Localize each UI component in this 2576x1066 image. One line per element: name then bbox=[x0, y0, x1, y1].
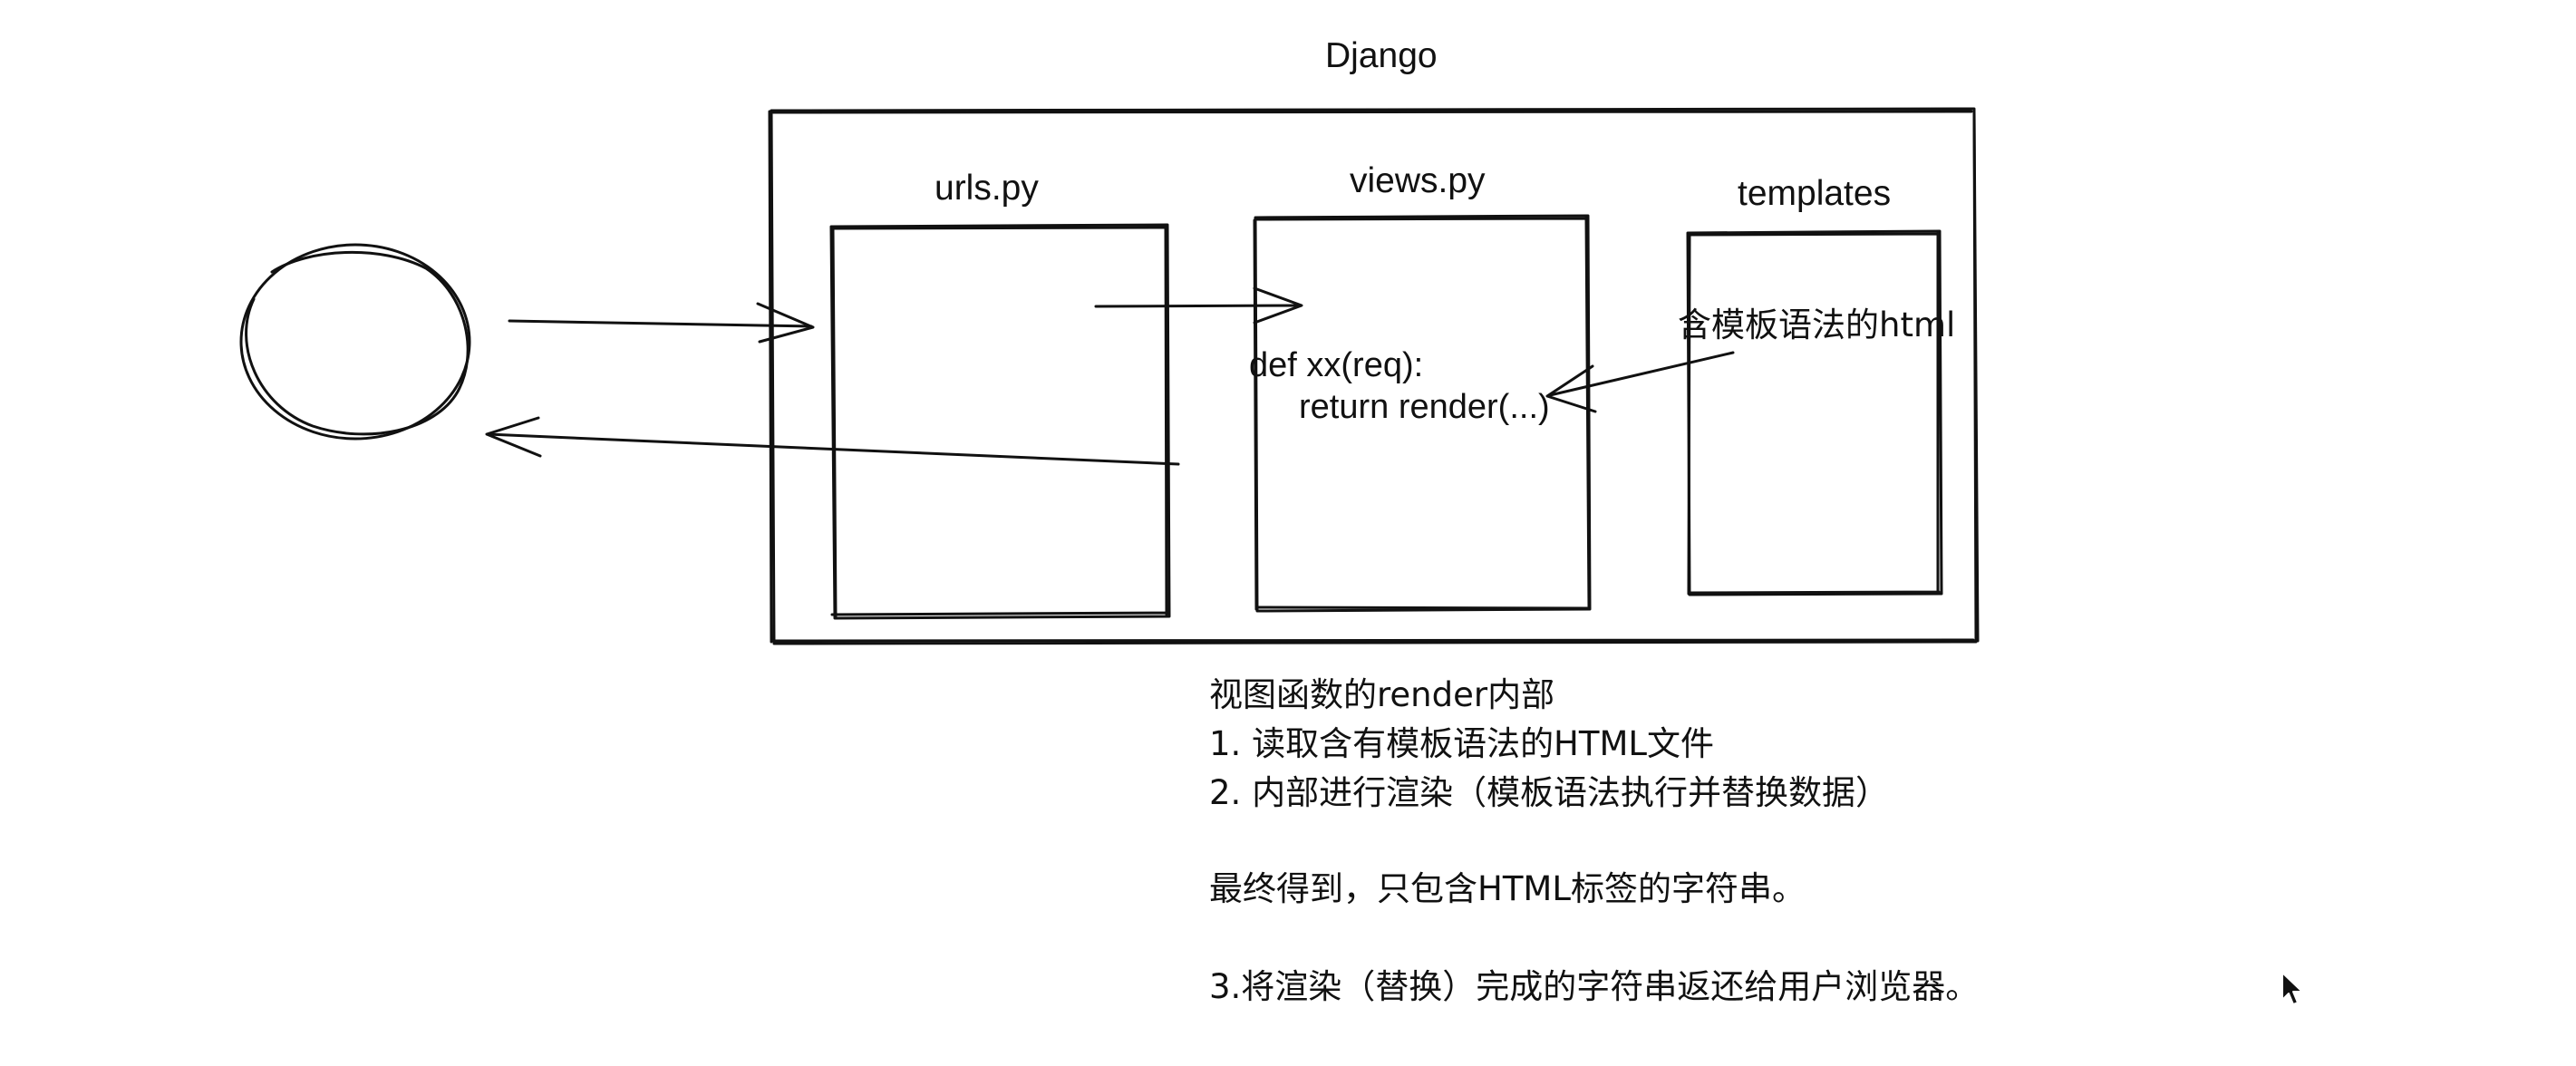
urls-box bbox=[829, 223, 1171, 620]
notes-step-3: 3.将渲染（替换）完成的字符串返还给用户浏览器。 bbox=[1209, 967, 1980, 1006]
notes-step-2: 2. 内部进行渲染（模板语法执行并替换数据） bbox=[1209, 773, 1890, 812]
templates-label: templates bbox=[1738, 174, 1892, 213]
notes-heading: 视图函数的render内部 bbox=[1209, 675, 1555, 714]
views-code-line1: def xx(req): bbox=[1249, 346, 1424, 384]
views-box bbox=[1253, 214, 1592, 613]
django-title: Django bbox=[1325, 36, 1438, 75]
views-label: views.py bbox=[1350, 161, 1486, 200]
notes-step-1: 1. 读取含有模板语法的HTML文件 bbox=[1209, 724, 1715, 763]
django-container bbox=[768, 107, 1980, 645]
mouse-pointer-icon bbox=[2281, 972, 2303, 1005]
urls-label: urls.py bbox=[935, 169, 1039, 208]
arrow-urls-to-views bbox=[1094, 286, 1303, 325]
arrow-response-to-client bbox=[485, 416, 1180, 466]
template-content-label: 含模板语法的html bbox=[1678, 305, 1956, 344]
arrow-client-to-urls bbox=[508, 302, 815, 344]
templates-box bbox=[1686, 229, 1943, 596]
arrow-templates-to-views bbox=[1545, 351, 1735, 413]
client-circle bbox=[239, 243, 471, 441]
views-code-line2: return render(...) bbox=[1299, 388, 1550, 426]
notes-result: 最终得到，只包含HTML标签的字符串。 bbox=[1209, 869, 1806, 908]
